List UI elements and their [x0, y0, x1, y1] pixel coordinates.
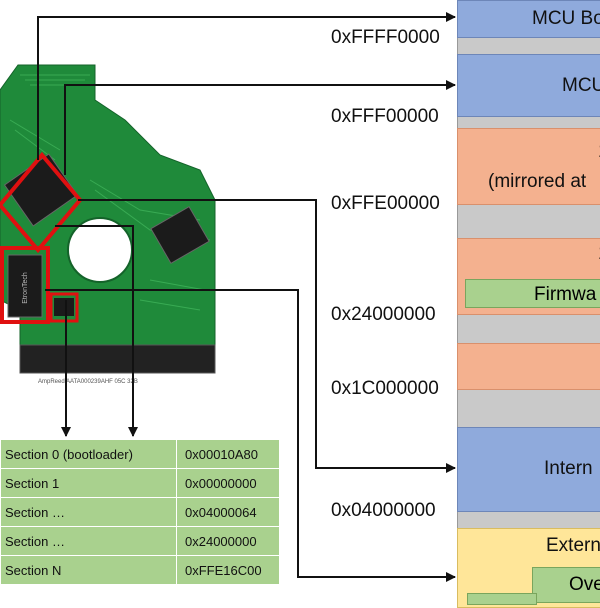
address-label: 0xFFF00000	[331, 106, 439, 127]
section-name: Section 0 (bootloader)	[0, 439, 177, 469]
sdram-brand: EtronTech	[22, 272, 29, 304]
table-row: Section … 0x24000000	[0, 526, 280, 556]
section-value: 0xFFE16C00	[176, 555, 280, 585]
section-value: 0x24000000	[176, 526, 280, 556]
section-name: Section 1	[0, 468, 177, 498]
board-silkscreen-text: AmpReed AATA000239AHF 05C 32B	[38, 379, 138, 385]
table-row: Section N 0xFFE16C00	[0, 555, 280, 585]
map-block-overlay: Ove	[532, 567, 600, 603]
address-label: 0x24000000	[331, 304, 436, 325]
map-block-firmware: Firmwa	[465, 279, 600, 308]
address-label: 0x1C000000	[331, 378, 439, 399]
map-block-mcu-boot: MCU Bo	[457, 0, 600, 38]
section-value: 0x00000000	[176, 468, 280, 498]
sdram-highlight	[0, 246, 50, 324]
map-block-external-inner	[467, 593, 537, 605]
section-name: Section N	[0, 555, 177, 585]
table-row: Section 0 (bootloader) 0x00010A80	[0, 439, 280, 469]
section-value: 0x04000064	[176, 497, 280, 527]
connector-bottom	[19, 344, 216, 374]
section-value: 0x00010A80	[176, 439, 280, 469]
section-name: Section …	[0, 526, 177, 556]
hdd-pcb-illustration: EtronTech AmpReed AATA000239AHF 05C 32B	[0, 64, 216, 385]
address-label: 0xFFFF0000	[331, 27, 440, 48]
map-block-mirrored: 1 (mirrored at	[457, 128, 600, 205]
flash-chip	[54, 298, 74, 316]
map-block-mcu: MCU	[457, 54, 600, 117]
map-block-orange-small	[457, 343, 600, 390]
sdram-chip	[7, 254, 43, 318]
section-name: Section …	[0, 497, 177, 527]
pcb-spindle-hole	[67, 217, 133, 283]
firmware-sections-table: Section 0 (bootloader) 0x00010A80 Sectio…	[0, 439, 280, 585]
map-block-internal: Intern	[457, 427, 600, 512]
address-label: 0xFFE00000	[331, 193, 440, 214]
mcu-chip	[3, 153, 79, 227]
table-row: Section … 0x04000064	[0, 497, 280, 527]
address-label: 0x04000000	[331, 500, 436, 521]
table-row: Section 1 0x00000000	[0, 468, 280, 498]
